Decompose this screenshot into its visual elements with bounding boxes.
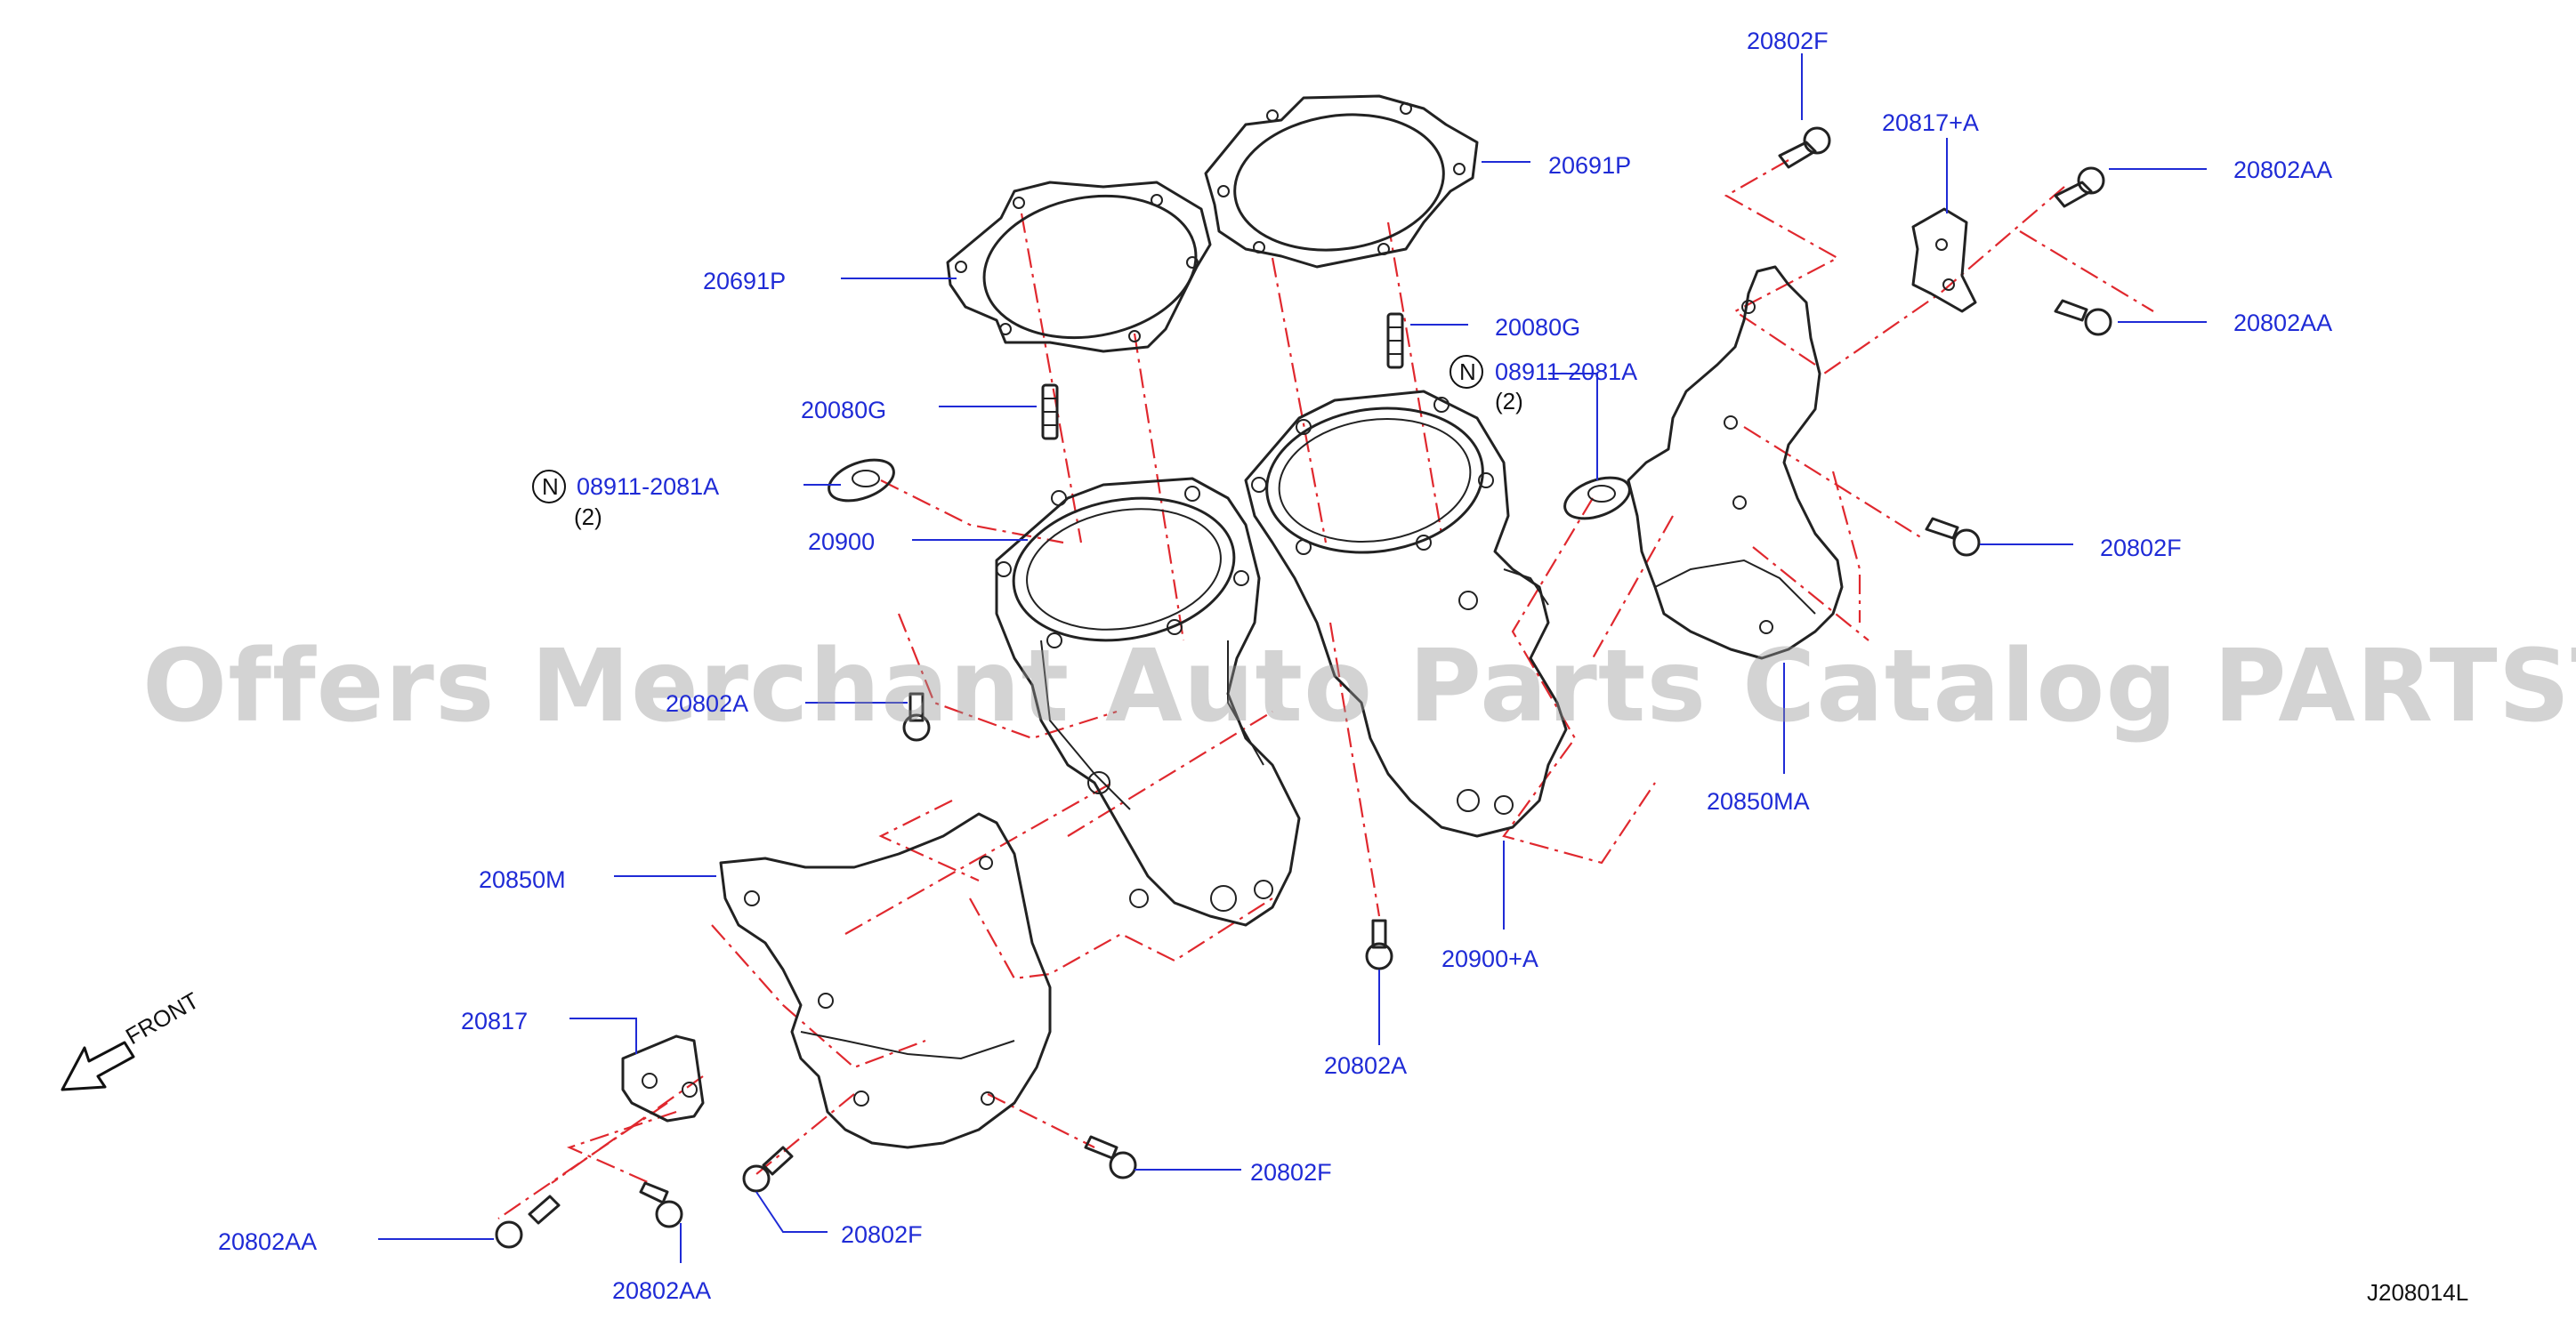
gasket-20691P-left — [946, 181, 1212, 353]
gasket-20691P-right — [1204, 94, 1479, 269]
heat-shield-20850MA — [1627, 265, 1844, 660]
heat-shield-20850M — [719, 812, 1052, 1149]
label-20900[interactable]: 20900 — [808, 528, 875, 555]
converter-20900 — [995, 477, 1301, 927]
qty-left: (2) — [574, 503, 602, 530]
bolt-20802F-top — [1778, 126, 1831, 169]
phantom-lines — [497, 159, 2154, 1219]
label-20817A[interactable]: 20817+A — [1882, 109, 1979, 136]
stud-20080G-right — [1386, 312, 1404, 369]
label-20850M[interactable]: 20850M — [479, 866, 566, 893]
front-arrow-icon — [61, 1041, 135, 1091]
label-20802AA-bottom-left[interactable]: 20802AA — [218, 1228, 317, 1255]
label-20802AA-right-1[interactable]: 20802AA — [2233, 157, 2332, 183]
label-20802F-top[interactable]: 20802F — [1747, 28, 1829, 54]
leader-lines — [378, 53, 2207, 1263]
front-label: FRONT — [121, 986, 204, 1050]
n-marker-left: N — [542, 473, 559, 500]
label-20850MA[interactable]: 20850MA — [1707, 788, 1810, 815]
bolt-20802F-right — [1925, 517, 1981, 557]
label-08911-left[interactable]: 08911-2081A — [577, 473, 719, 500]
qty-right: (2) — [1495, 388, 1523, 415]
label-20802F-right[interactable]: 20802F — [2100, 535, 2182, 561]
bolt-20802AA-right-1 — [2054, 166, 2105, 208]
label-20080G-left[interactable]: 20080G — [801, 397, 886, 423]
label-20080G-right[interactable]: 20080G — [1495, 314, 1580, 341]
label-20802AA-right-2[interactable]: 20802AA — [2233, 310, 2332, 336]
label-20802AA-bottom[interactable]: 20802AA — [612, 1277, 711, 1304]
bracket-20817 — [621, 1034, 705, 1123]
stud-20080G-left — [1041, 383, 1059, 440]
n-marker-right: N — [1459, 358, 1476, 385]
watermark-text: Offers Merchant Auto Parts Catalog PARTS… — [142, 629, 2576, 745]
bolt-20802F-lower-left — [742, 1146, 794, 1193]
n-marker-left-icon — [532, 470, 566, 503]
label-20802F-lower-left[interactable]: 20802F — [841, 1221, 923, 1248]
label-20802F-bottom[interactable]: 20802F — [1250, 1159, 1332, 1186]
bolt-20802AA-bottom — [639, 1181, 683, 1228]
washer-08911-left — [828, 458, 895, 503]
front-indicator: FRONT — [61, 986, 204, 1091]
bolt-20802A-upper — [902, 692, 931, 742]
bracket-20817A — [1911, 207, 1977, 313]
diagram-code: J208014L — [2367, 1279, 2468, 1306]
bolt-20802AA-right-2 — [2054, 299, 2112, 336]
n-marker-right-icon — [1450, 355, 1483, 389]
label-20691P-left[interactable]: 20691P — [703, 268, 786, 294]
label-20691P-right[interactable]: 20691P — [1548, 152, 1631, 179]
bolt-20802AA-bottom-left — [495, 1195, 561, 1249]
label-08911-right[interactable]: 08911-2081A — [1495, 358, 1637, 385]
bolt-20802A-lower — [1365, 919, 1393, 970]
label-20802A-lower[interactable]: 20802A — [1324, 1052, 1407, 1079]
label-20900A[interactable]: 20900+A — [1441, 946, 1538, 972]
converter-20900A — [1244, 390, 1568, 838]
part-labels: 20802F 20817+A 20802AA 20802AA 20691P 20… — [218, 28, 2332, 1304]
label-20817[interactable]: 20817 — [461, 1008, 528, 1034]
label-20802A-upper[interactable]: 20802A — [666, 690, 748, 717]
bolt-20802F-bottom — [1084, 1135, 1137, 1179]
